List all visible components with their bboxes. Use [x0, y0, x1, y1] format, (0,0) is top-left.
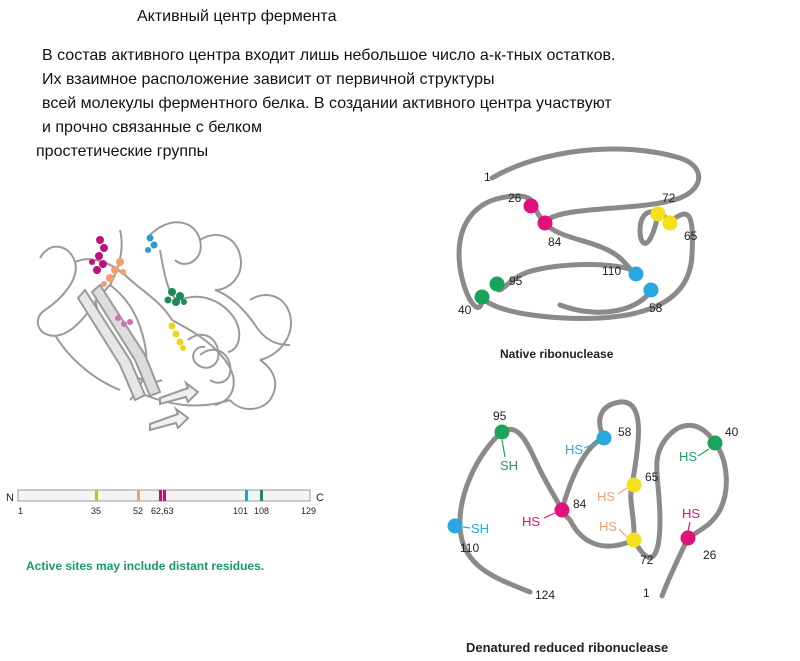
native-label-40: 40	[458, 303, 472, 317]
denatured-label-72: 72	[640, 553, 654, 567]
native-dot-26	[523, 198, 539, 214]
tick-label: 1	[18, 506, 23, 516]
denatured-dot-26	[680, 530, 696, 546]
tick-label: 108	[254, 506, 269, 516]
denatured-label-84: 84	[573, 497, 587, 511]
native-dot-65	[662, 215, 678, 231]
denatured-label-124: 124	[535, 588, 555, 602]
denatured-caption: Denatured reduced ribonuclease	[466, 640, 668, 655]
bar-mark-101	[245, 490, 248, 501]
native-dot-110	[628, 266, 644, 282]
yellow-residue-cluster	[168, 322, 186, 351]
hs-label-65: HS	[597, 489, 615, 504]
intro-paragraph: В состав активного центра входит лишь не…	[36, 44, 615, 164]
denatured-dot-58	[596, 430, 612, 446]
pink-residue-cluster	[115, 315, 133, 327]
denatured-label-1: 1	[643, 586, 650, 600]
tick-label: 35	[91, 506, 101, 516]
bar-mark-52	[137, 490, 140, 501]
native-label-72: 72	[662, 191, 676, 205]
native-label-84: 84	[548, 235, 562, 249]
denatured-label-26: 26	[703, 548, 717, 562]
native-dot-84	[537, 215, 553, 231]
native-label-1: 1	[484, 170, 491, 184]
native-label-110: 110	[602, 264, 621, 278]
tick-label: 101	[233, 506, 248, 516]
sh-label-95: SH	[500, 458, 518, 473]
native-label-26: 26	[508, 191, 522, 205]
active-site-residues	[89, 234, 187, 351]
sh-label-110: SH	[471, 521, 489, 536]
denatured-dot-72	[626, 532, 642, 548]
denatured-label-ticks	[462, 439, 710, 538]
hs-label-40: HS	[679, 449, 697, 464]
denatured-label-58: 58	[618, 425, 632, 439]
denatured-label-65: 65	[645, 470, 659, 484]
hs-label-58: HS	[565, 442, 583, 457]
tick-label: 62,63	[151, 506, 174, 516]
bar-mark-108	[260, 490, 263, 501]
paragraph-line: Их взаимное расположение зависит от перв…	[42, 71, 495, 88]
denatured-label-40: 40	[725, 425, 739, 439]
hs-label-26: HS	[682, 506, 700, 521]
orange-residue-cluster	[101, 258, 126, 287]
native-labels: 1 26 84 72 65 110 95 40 58	[458, 170, 698, 317]
native-dot-72	[650, 206, 666, 222]
page-title: Активный центр фермента	[137, 8, 337, 25]
denatured-residue-dots	[447, 424, 723, 548]
native-ribonuclease-diagram	[456, 146, 702, 321]
active-sites-caption: Active sites may include distant residue…	[26, 559, 264, 573]
bar-mark-35	[95, 490, 98, 501]
native-dot-40	[474, 289, 490, 305]
native-dot-95	[489, 276, 505, 292]
paragraph-line: всей молекулы ферментного белка. В созда…	[42, 95, 612, 112]
green-residue-cluster	[164, 288, 187, 306]
paragraph-line: В состав активного центра входит лишь не…	[42, 47, 616, 64]
sequence-bar: N C 1 35 52 62,63 101 108 129	[6, 489, 324, 516]
denatured-dot-84	[554, 502, 570, 518]
denatured-dot-95	[494, 424, 510, 440]
native-dot-58	[643, 282, 659, 298]
native-caption: Native ribonuclease	[500, 347, 614, 361]
denatured-dot-110	[447, 518, 463, 534]
bar-mark-63	[163, 490, 166, 501]
native-label-58: 58	[649, 301, 663, 315]
blue-residue-cluster	[145, 234, 158, 253]
bar-n-label: N	[6, 492, 14, 504]
paragraph-line: и прочно связанные с белком	[42, 119, 262, 136]
denatured-label-95: 95	[493, 409, 507, 423]
hs-label-84: HS	[522, 514, 540, 529]
protein-ribbon-illustration	[36, 221, 292, 432]
native-label-95: 95	[509, 274, 523, 288]
denatured-dot-40	[707, 435, 723, 451]
denatured-dot-65	[626, 477, 642, 493]
tick-label: 52	[133, 506, 143, 516]
native-residue-dots	[474, 198, 678, 305]
bar-c-label: C	[316, 492, 324, 504]
tick-label: 129	[301, 506, 316, 516]
paragraph-line: простетические группы	[36, 143, 209, 160]
denatured-labels: 95 58 40 65 84 110 72 26 124 1 SH HS HS …	[460, 409, 739, 602]
denatured-label-110: 110	[460, 541, 479, 555]
hs-label-72: HS	[599, 519, 617, 534]
magenta-residue-cluster	[89, 236, 108, 274]
native-label-65: 65	[684, 229, 698, 243]
bar-mark-62	[159, 490, 162, 501]
